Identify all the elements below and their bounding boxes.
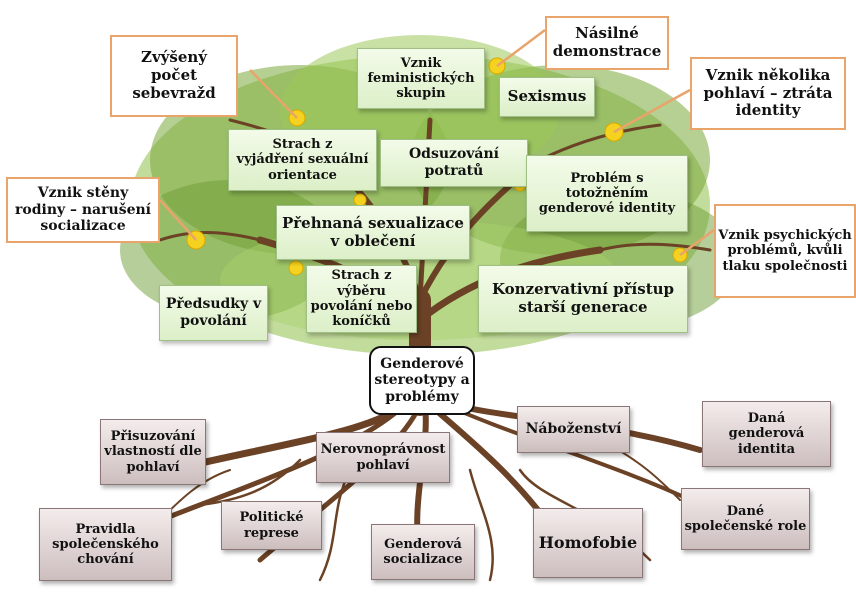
root-given-gender-identity: Daná genderová identita — [702, 401, 831, 467]
leaf-abortion-condemnation: Odsuzování potratů — [380, 139, 528, 187]
root-gender-inequality: Nerovnoprávnost pohlaví — [316, 432, 450, 483]
leaf-occupation-prejudice: Předsudky v povolání — [159, 285, 268, 341]
root-homophobia: Homofobie — [533, 508, 643, 578]
consequence-family-wall: Vznik stěny rodiny – narušení socializac… — [6, 177, 160, 243]
leaf-fear-career-choice: Strach z výběru povolání nebo koníčků — [306, 265, 417, 333]
root-given-social-roles: Dané společenské role — [681, 488, 810, 550]
leaf-feminist-groups: Vznik feministických skupin — [357, 48, 485, 109]
leaf-fear-sexual-orientation: Strach z vyjádření sexuální orientace — [228, 129, 377, 191]
callout-lines — [159, 29, 715, 257]
consequence-violent-demonstrations: Násilné demonstrace — [545, 16, 669, 70]
root-religion: Náboženství — [517, 406, 630, 453]
root-attributing-traits: Přisuzování vlastností dle pohlaví — [100, 419, 206, 485]
root-gender-socialization: Genderová socializace — [371, 524, 475, 580]
consequence-suicides: Zvýšený počet sebevražd — [110, 35, 238, 117]
root-political-repression: Politické represe — [221, 501, 322, 550]
leaf-gender-identity-problem: Problém s totožněním genderové identity — [526, 155, 688, 232]
leaf-sexualization-clothing: Přehnaná sexualizace v oblečení — [276, 205, 470, 260]
leaf-conservative-approach: Konzervativní přístup starší generace — [478, 265, 688, 333]
consequence-multiple-genders: Vznik několika pohlaví – ztráta identity — [690, 57, 846, 130]
center-topic: Genderové stereotypy a problémy — [369, 346, 475, 415]
leaf-sexism: Sexismus — [499, 77, 595, 117]
root-social-behavior-rules: Pravidla společenského chování — [39, 508, 172, 581]
consequence-psychological-problems: Vznik psychických problémů, kvůli tlaku … — [714, 204, 856, 298]
